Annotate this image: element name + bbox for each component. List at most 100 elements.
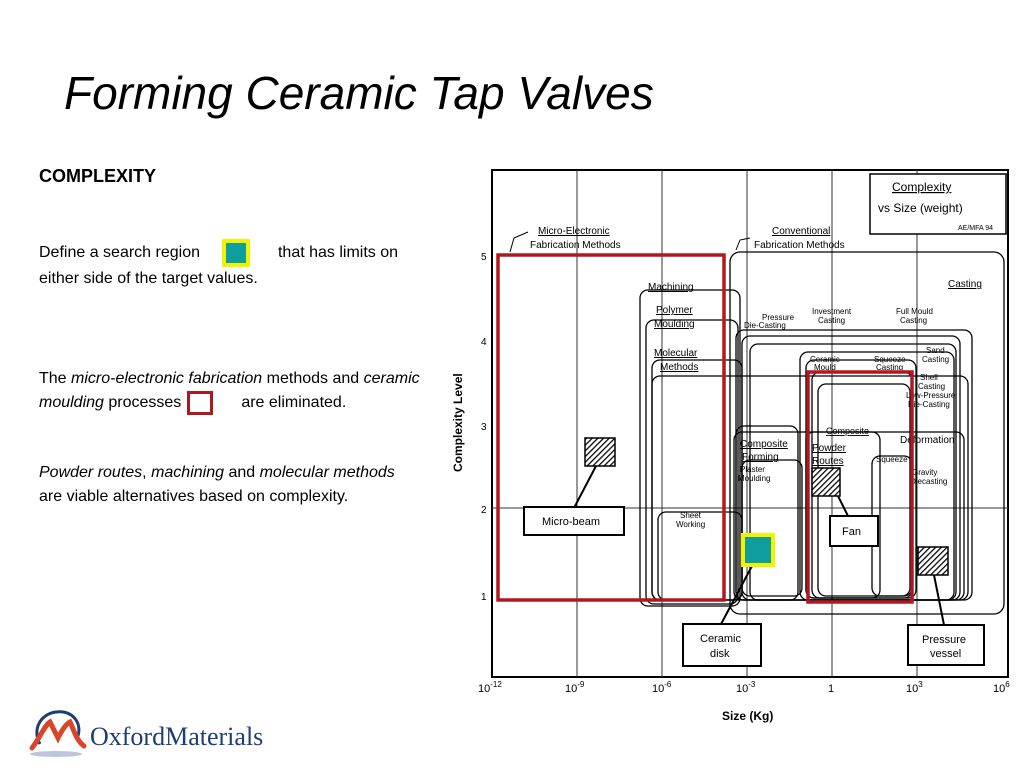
oxford-logo-icon [29,710,87,757]
label-routes: Routes [812,456,844,467]
slide-title: Forming Ceramic Tap Valves [64,67,654,119]
label-polymer: Polymer [656,305,693,316]
fan-marker [811,467,841,497]
conv-bracket [735,237,751,251]
label-microbeam: Micro-beam [542,516,600,528]
label-ceramic-mould-2: Mould [814,363,836,372]
label-composite: Composite [826,426,869,436]
ceramic-disk-box [682,623,762,667]
label-forming: Forming [742,452,779,463]
search-region-swatch [221,239,250,267]
env-machining [639,289,741,607]
label-casting: Casting [948,279,982,290]
wordmark-materials: Materials [165,722,264,751]
label-pressure-vessel-2: vessel [930,648,961,660]
label-fullmould: Full Mould [896,307,933,316]
x-tick-3: 10-6 [652,680,672,695]
eliminated-paragraph: The micro-electronic fabrication methods… [39,367,449,415]
pressure-vessel-box [907,624,985,666]
microbeam-marker [584,437,616,467]
p3-text-c: machining [151,464,224,481]
label-conv-fab: Fabrication Methods [754,240,845,251]
label-squeeze-b: Squeeze [876,455,908,464]
env-composite [735,425,799,601]
search-region-marker [741,533,775,567]
fan-leader [837,495,849,517]
y-tick-5: 5 [481,252,487,263]
label-deformation: Deformation [900,435,954,446]
y-tick-1: 1 [481,592,487,603]
micro-bracket [509,231,529,253]
diagram-title-line2: vs Size (weight) [878,201,963,215]
label-shell: Shell [920,373,938,382]
label-pressure-vessel-1: Pressure [922,634,966,646]
env-powder [805,431,881,599]
label-sand: Sand [926,346,945,355]
alternatives-paragraph: Powder routes, machining and molecular m… [39,461,419,509]
label-sand-casting: Casting [922,355,949,364]
p2-text-d: ceramic moulding [39,370,420,412]
eliminated-region-ceramic-moulding [806,370,914,604]
label-composite-main: Composite [740,439,788,450]
process-labels: Casting Machining Polymer Moulding Molec… [648,279,982,467]
x-tick-6: 103 [906,680,923,695]
label-ceramic-disk-2: disk [710,648,730,660]
label-moulding: Moulding [654,319,695,330]
p3-text-b: , [142,464,152,481]
p2-text-c: methods and [262,370,364,387]
label-conventional: Conventional [772,226,830,237]
label-methods: Methods [660,362,698,373]
p2-text-b: micro-electronic fabrication [71,370,263,387]
label-sheet-working: Working [676,520,705,529]
x-tick-5: 1 [828,683,834,695]
label-molecular: Molecular [654,348,698,359]
p3-text-e: molecular methods [259,464,395,481]
section-heading: COMPLEXITY [39,166,157,186]
env-casting [729,251,1005,615]
x-tick-4: 10-3 [736,680,756,695]
p2-text-e: processes [103,394,182,412]
p3-text-f: are viable alternatives based on complex… [39,488,349,505]
env-polymer [645,319,739,605]
diagram-title-line1: Complexity [892,180,951,194]
pressure-vessel-leader [933,574,945,626]
label-fan: Fan [842,526,861,538]
diagram-code: AE/MFA 94 [958,225,993,232]
label-investment-casting: Casting [818,316,845,325]
eliminated-swatch [187,391,214,415]
p3-text-a: Powder routes [39,464,143,481]
p2-text-a: The [39,370,72,387]
p3-text-d: and [224,464,260,481]
eliminated-region-micro [496,253,726,602]
ceramic-disk-leader [719,565,753,627]
x-axis-label: Size (Kg) [722,709,773,723]
label-ceramic-mould: Ceramic [810,355,840,364]
wordmark-oxford: Oxford [90,722,166,751]
label-plaster-moulding: Moulding [738,474,770,483]
y-tick-2: 2 [481,505,487,516]
label-machining: Machining [648,282,694,293]
x-ticks: 10-12 10-9 10-6 10-3 1 103 106 [478,680,1010,695]
x-tick-2: 10-9 [565,680,585,695]
label-gravity: Gravity [912,468,937,477]
oxford-materials-wordmark: OxfordMaterials [90,722,263,752]
diagram-title-box [869,173,1007,235]
label-pressure: Pressure [762,313,795,322]
label-low-diecasting: Die-Casting [908,400,950,409]
pressure-vessel-marker [917,546,949,576]
label-ceramic-disk-1: Ceramic [700,633,741,645]
fan-box [829,515,879,547]
label-micro-fab: Fabrication Methods [530,240,621,251]
label-micro-electronic: Micro-Electronic [538,226,610,237]
label-diecasting: Die-Casting [744,321,786,330]
label-fullmould-casting: Casting [900,316,927,325]
x-tick-1: 10-12 [478,680,502,695]
p1-text-b: that has limits on either side of the ta… [39,244,399,287]
label-squeeze: Squeeze [874,355,906,364]
microbeam-box [523,506,625,536]
y-tick-4: 4 [481,337,487,348]
label-powder: Powder [812,443,847,454]
label-gravity-diecasting: Diecasting [910,477,947,486]
